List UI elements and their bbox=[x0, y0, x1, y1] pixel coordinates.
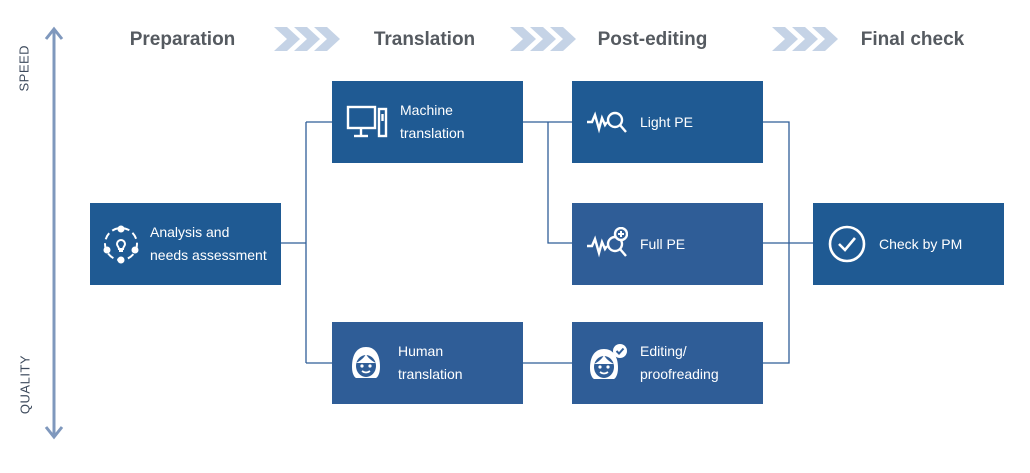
node-light-pe: Light PE bbox=[572, 81, 763, 163]
person-face-icon bbox=[346, 343, 386, 383]
node-light-pe-label: Light PE bbox=[640, 113, 693, 130]
node-editing-proofreading: Editing/ proofreading bbox=[572, 322, 763, 404]
node-full-pe-label: Full PE bbox=[640, 235, 686, 252]
node-full-pe: Full PE bbox=[572, 203, 763, 285]
node-check-by-pm: Check by PM bbox=[813, 203, 1004, 285]
node-check-by-pm-label: Check by PM bbox=[879, 235, 963, 252]
ideas-team-icon bbox=[100, 223, 142, 265]
waveform-search-icon bbox=[586, 107, 628, 137]
node-machine-translation-label: Machine translation bbox=[400, 102, 465, 141]
stage-heading-translation: Translation bbox=[373, 29, 476, 50]
stage-heading-preparation: Preparation bbox=[129, 29, 236, 50]
waveform-search-plus-icon bbox=[586, 227, 628, 261]
node-human-translation-label: Human translation bbox=[398, 343, 463, 382]
person-check-icon bbox=[586, 343, 628, 383]
axis-label-speed: SPEED bbox=[16, 44, 32, 92]
stage-heading-final-check: Final check bbox=[860, 29, 965, 50]
node-machine-translation: Machine translation bbox=[332, 81, 523, 163]
chevron-arrows-3 bbox=[772, 27, 838, 51]
axis-label-quality: QUALITY bbox=[17, 354, 33, 415]
check-circle-icon bbox=[827, 224, 867, 264]
node-analysis-label: Analysis and needs assessment bbox=[150, 224, 267, 263]
node-human-translation: Human translation bbox=[332, 322, 523, 404]
chevron-arrows-2 bbox=[510, 27, 576, 51]
computer-icon bbox=[346, 103, 388, 141]
node-editing-proofreading-label: Editing/ proofreading bbox=[640, 343, 719, 382]
chevron-arrows-1 bbox=[274, 27, 340, 51]
speed-quality-axis bbox=[44, 26, 64, 440]
stage-heading-post-editing: Post-editing bbox=[597, 29, 708, 50]
connector-lines bbox=[281, 121, 813, 364]
node-analysis: Analysis and needs assessment bbox=[90, 203, 281, 285]
